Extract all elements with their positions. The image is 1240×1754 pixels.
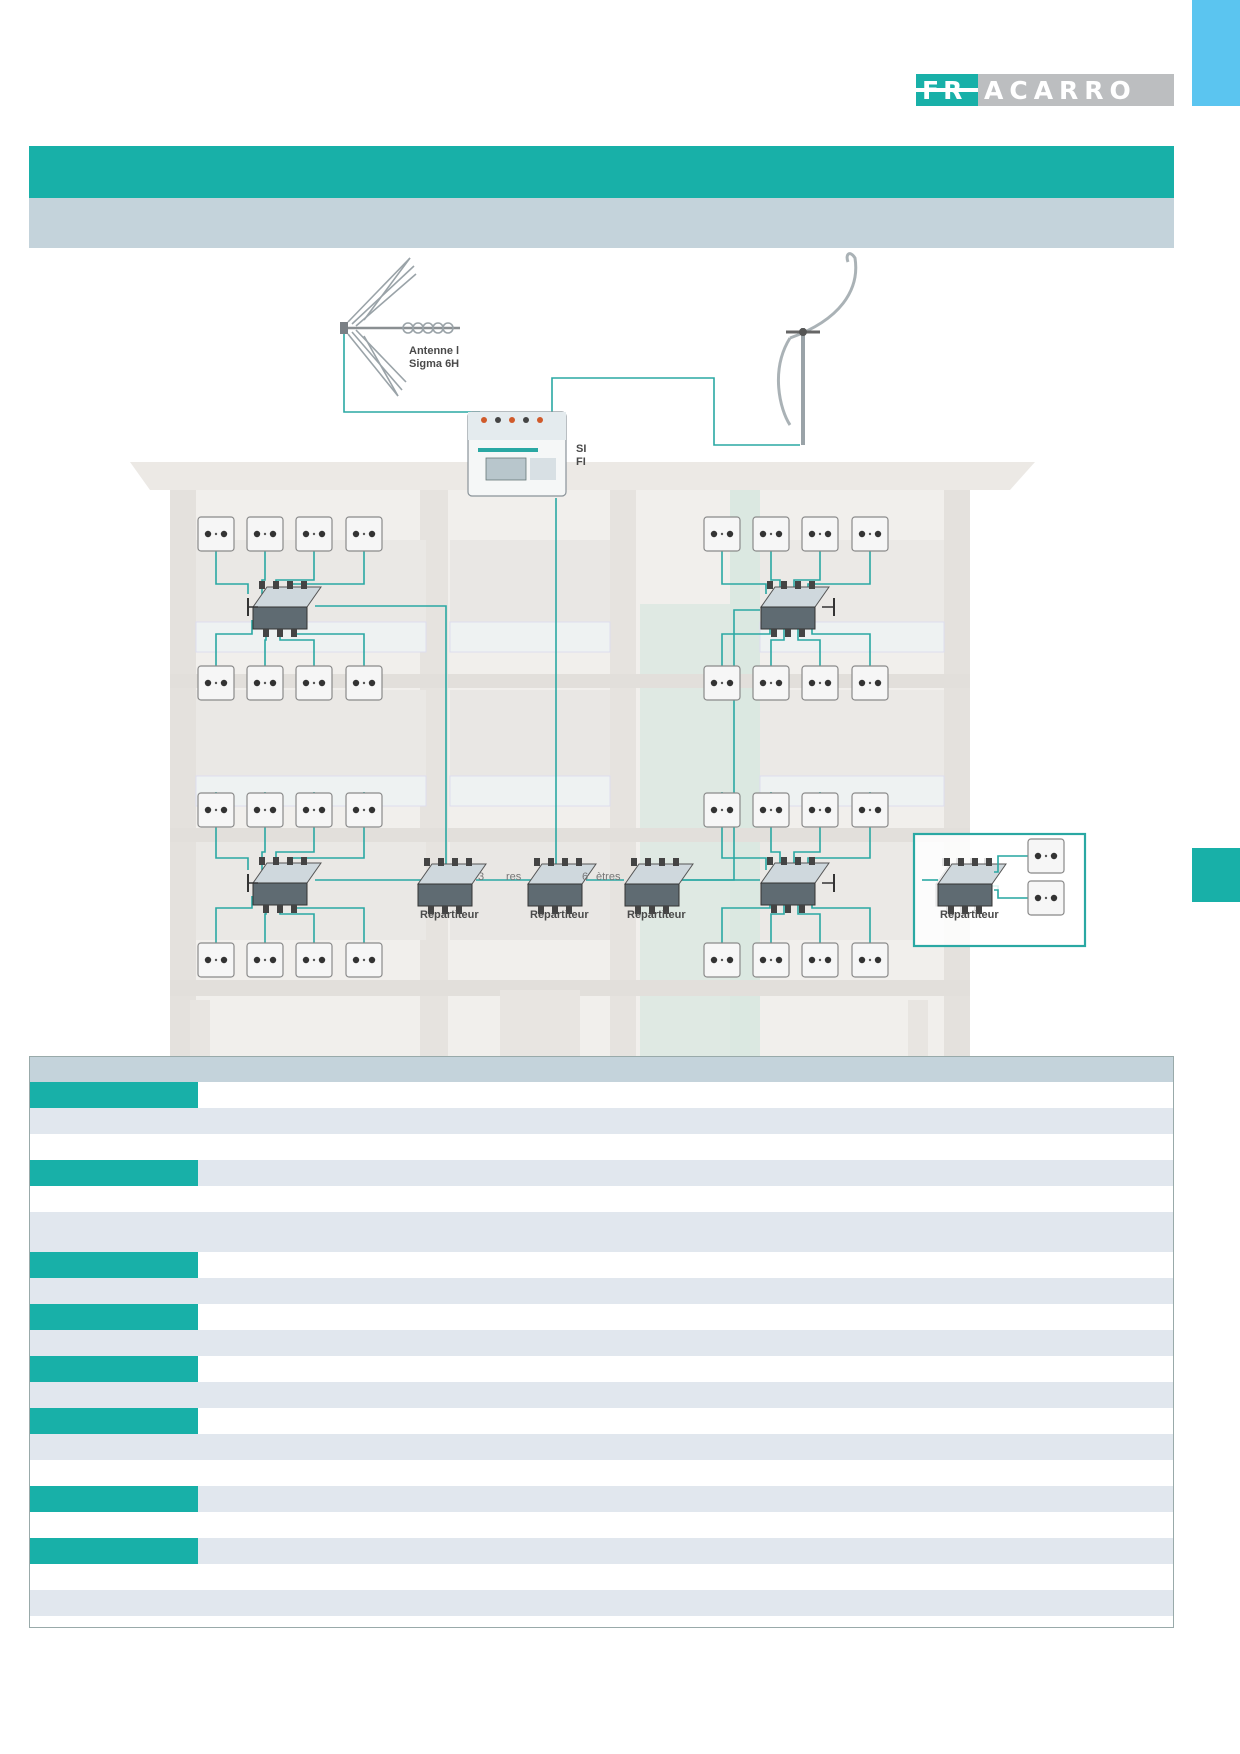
logo-text-rest: ACARRO <box>984 76 1137 105</box>
cable-length-label: ètres <box>596 871 621 883</box>
table-category-cell <box>30 1304 198 1330</box>
table-row <box>30 1538 1173 1564</box>
amplifier-label-line2: FI <box>576 456 586 468</box>
table-row <box>30 1460 1173 1486</box>
table-category-cell <box>30 1538 198 1564</box>
table-row <box>30 1304 1173 1330</box>
table-row <box>30 1408 1173 1434</box>
splitter-label: Répartiteur <box>420 909 479 921</box>
table-row <box>30 1512 1173 1538</box>
table-category-cell <box>30 1160 198 1186</box>
table-header-row <box>30 1057 1173 1082</box>
fracarro-logo: FR ACARRO <box>916 74 1174 106</box>
table-row <box>30 1356 1173 1382</box>
subtitle-band <box>29 198 1174 248</box>
amplifier-label-line1: SI <box>576 443 586 455</box>
table-category-cell <box>30 1252 198 1278</box>
splitter-label: Répartiteur <box>627 909 686 921</box>
table-row <box>30 1082 1173 1108</box>
table-row <box>30 1108 1173 1134</box>
table-row <box>30 1486 1173 1512</box>
amplifier-icon <box>467 411 567 497</box>
title-band <box>29 146 1174 198</box>
section-color-tab <box>1192 848 1240 902</box>
cable-length-label: res <box>506 871 522 883</box>
table-category-cell <box>30 1356 198 1382</box>
splitter-label: Répartiteur <box>940 909 999 921</box>
table-category-cell <box>30 1082 198 1108</box>
table-row <box>30 1564 1173 1590</box>
table-row <box>30 1160 1173 1186</box>
product-table <box>29 1056 1174 1628</box>
table-row <box>30 1212 1173 1252</box>
table-row <box>30 1590 1173 1616</box>
installation-diagram: Antenne l Sigma 6H SI FI <box>130 252 1087 1056</box>
splitter-label: Répartiteur <box>530 909 589 921</box>
table-row <box>30 1186 1173 1212</box>
table-category-cell <box>30 1408 198 1434</box>
antenna-label-line1: Antenne l <box>409 345 459 357</box>
table-category-cell <box>30 1486 198 1512</box>
uhf-antenna-icon <box>340 257 460 397</box>
top-color-tab <box>1192 0 1240 106</box>
table-row <box>30 1134 1173 1160</box>
cable-length-label: 3 <box>478 871 484 883</box>
table-row <box>30 1330 1173 1356</box>
cable-length-label: 6 <box>582 871 588 883</box>
fm-antenna-icon <box>776 252 858 445</box>
terminator-icon <box>247 597 835 893</box>
table-row <box>30 1252 1173 1278</box>
table-row <box>30 1382 1173 1408</box>
table-row <box>30 1278 1173 1304</box>
table-row <box>30 1434 1173 1460</box>
antenna-label-line2: Sigma 6H <box>409 358 459 370</box>
